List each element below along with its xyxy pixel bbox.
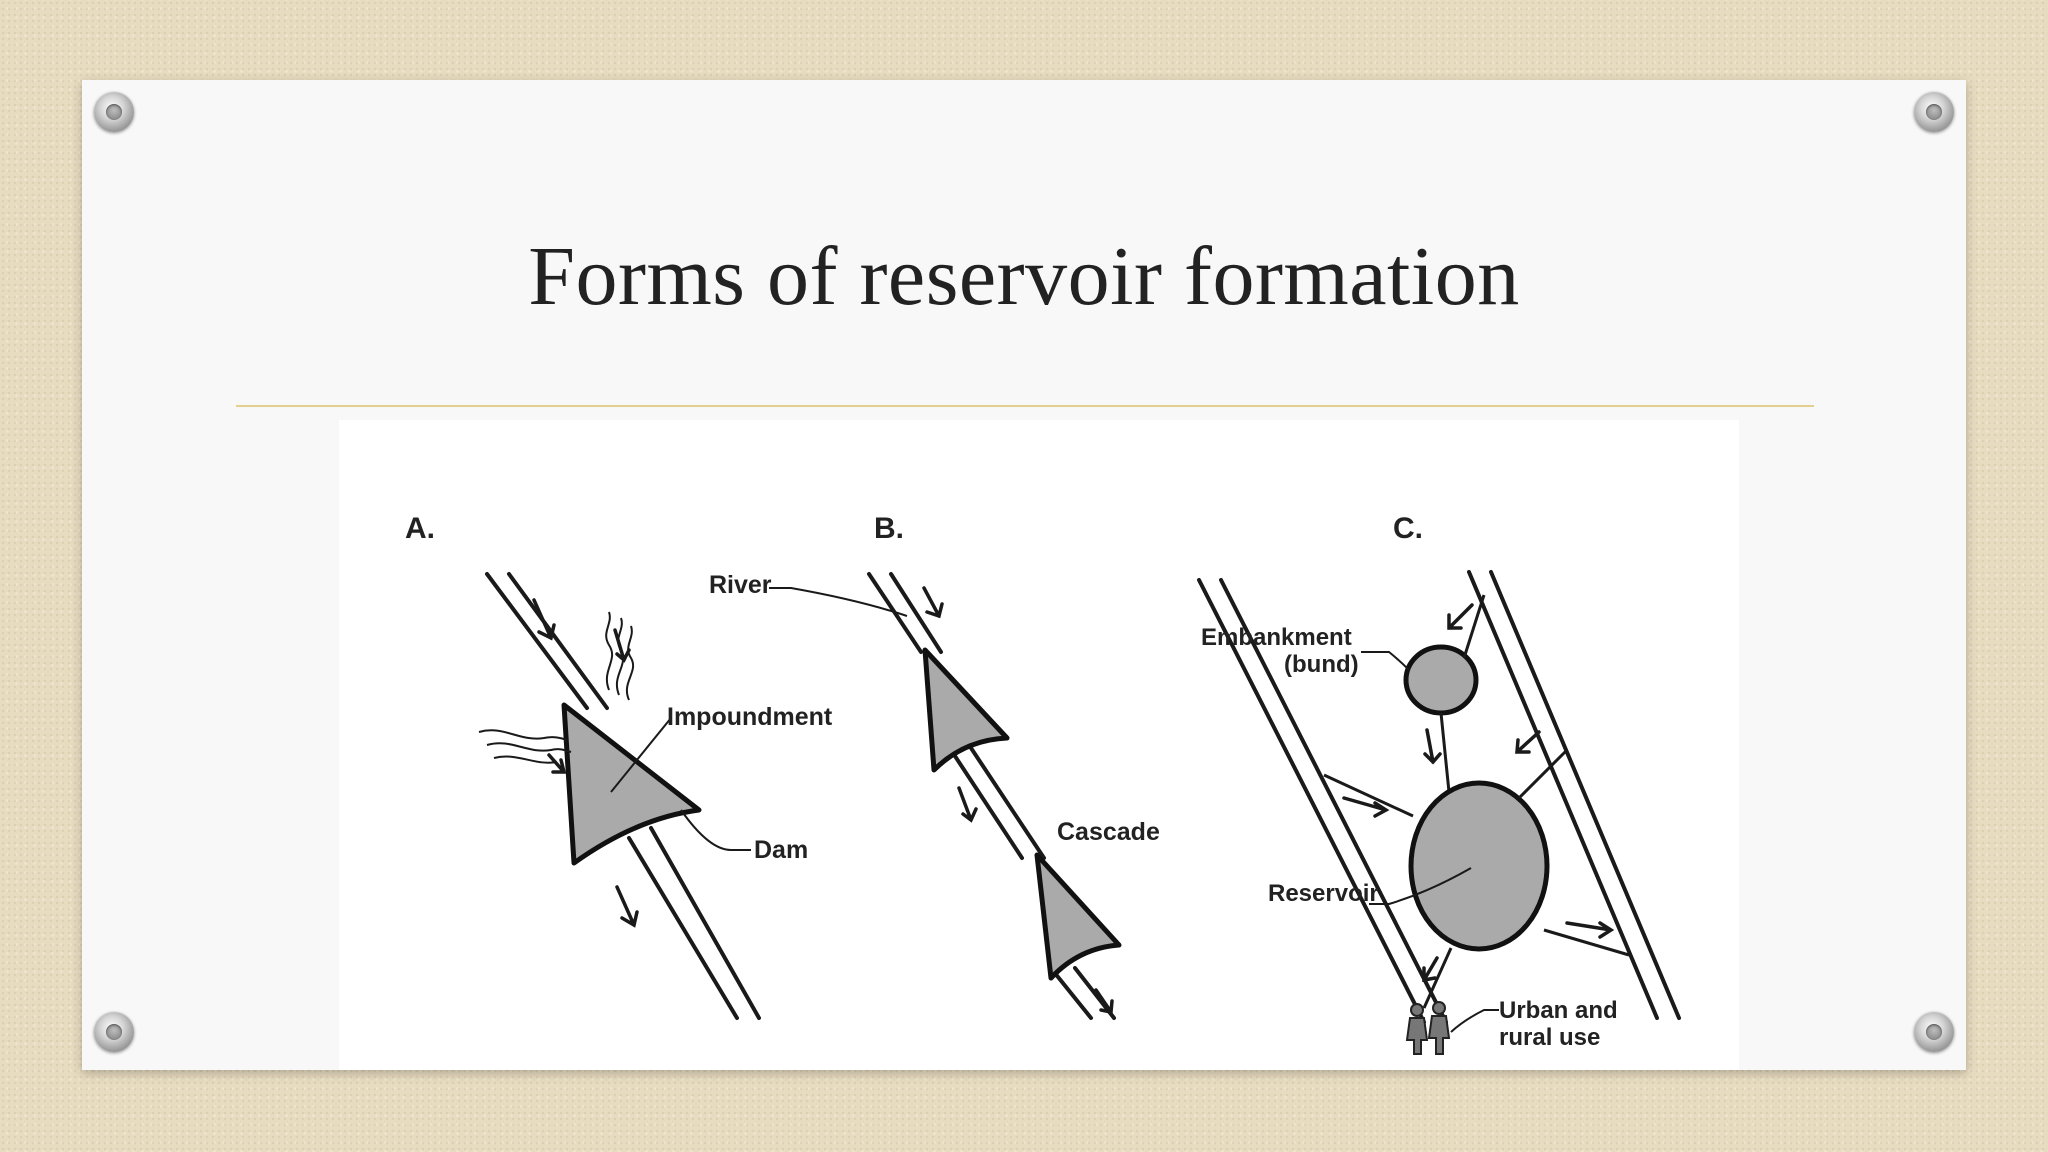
use-leader [1450, 1009, 1499, 1033]
canal-to-users [1422, 947, 1453, 1009]
flow-arrow-c2 [1423, 728, 1442, 765]
canal-right-inlet [1517, 748, 1569, 800]
river-a-bank-right-lower [649, 826, 761, 1020]
title-divider [236, 405, 1814, 407]
flow-arrow-a4 [615, 885, 639, 928]
river-label: River [709, 571, 772, 599]
rivet-bottom-right [1914, 1012, 1954, 1052]
river-a-bank-left-lower [627, 836, 739, 1020]
flow-arrow-a1 [532, 598, 556, 641]
panel-b: B. River Cascade [709, 512, 1160, 1020]
rivet-top-left [94, 92, 134, 132]
reservoir-diagram: A. [339, 420, 1739, 1070]
embankment-label-line1: Embankment [1201, 624, 1352, 651]
flow-arrow-b1 [922, 586, 944, 619]
tributary-a6 [493, 755, 558, 764]
river-leader [769, 587, 908, 617]
panel-a: A. [405, 512, 833, 1020]
river-b-bank-left-2 [949, 748, 1024, 860]
cascade-label: Cascade [1057, 818, 1160, 846]
river-b-bank-right-2 [969, 746, 1046, 860]
canal-right-outlet [1543, 928, 1630, 957]
impoundment-leader [610, 717, 672, 793]
reservoir-shape [1408, 780, 1550, 952]
flow-arrow-c4 [1342, 796, 1390, 818]
river-a-bank-right-upper [507, 572, 609, 710]
impoundment-label: Impoundment [667, 703, 833, 731]
tributary-a3 [626, 625, 634, 701]
embankment-leader [1361, 651, 1410, 671]
canal-left-inlet [1323, 773, 1414, 818]
river-b-bank-left-3 [1052, 970, 1093, 1020]
reservoir-leader [1369, 867, 1472, 905]
flow-arrow-b2 [957, 786, 978, 823]
river-c-right-bank-1 [1467, 570, 1659, 1020]
flow-arrow-a3 [613, 628, 631, 663]
rivet-bottom-left [94, 1012, 134, 1052]
rivet-top-right [1914, 92, 1954, 132]
embankment-label-line2: (bund) [1284, 651, 1359, 678]
tributary-a4 [478, 729, 568, 741]
river-c-left-bank-1 [1197, 578, 1426, 1024]
flow-arrow-a2 [547, 753, 567, 774]
river-a-bank-left-upper [485, 572, 589, 710]
flow-arrow-b3 [1094, 988, 1114, 1015]
reservoir-label: Reservoir [1268, 880, 1379, 907]
river-b-bank-right-1 [889, 572, 943, 654]
people-icon [1405, 1001, 1451, 1055]
panel-c-label: C. [1393, 512, 1423, 545]
river-c-left-bank-2 [1219, 578, 1448, 1024]
cascade-lower-shape [1034, 852, 1122, 981]
dam-leader [680, 809, 751, 851]
tributary-a5 [486, 742, 572, 753]
use-label-line1: Urban and [1499, 997, 1618, 1024]
embankment-inlet [1462, 594, 1486, 659]
panel-c: C. [1197, 512, 1681, 1055]
embankment-outlet [1439, 712, 1451, 793]
slide-panel: Forms of reservoir formation A. [82, 80, 1966, 1070]
dam-label: Dam [754, 836, 808, 864]
use-label-line2: rural use [1499, 1024, 1600, 1051]
cascade-upper-shape [922, 647, 1010, 773]
panel-b-label: B. [874, 512, 904, 545]
river-c-right-bank-2 [1489, 570, 1681, 1020]
flow-arrow-c3 [1515, 730, 1541, 754]
flow-arrow-c6 [1422, 956, 1439, 983]
slide-title: Forms of reservoir formation [528, 230, 1520, 323]
impoundment-shape [561, 702, 702, 866]
panel-a-label: A. [405, 512, 435, 545]
flow-arrow-c5 [1565, 921, 1615, 939]
flow-arrow-c1 [1447, 603, 1474, 630]
tributary-a1 [605, 611, 614, 691]
